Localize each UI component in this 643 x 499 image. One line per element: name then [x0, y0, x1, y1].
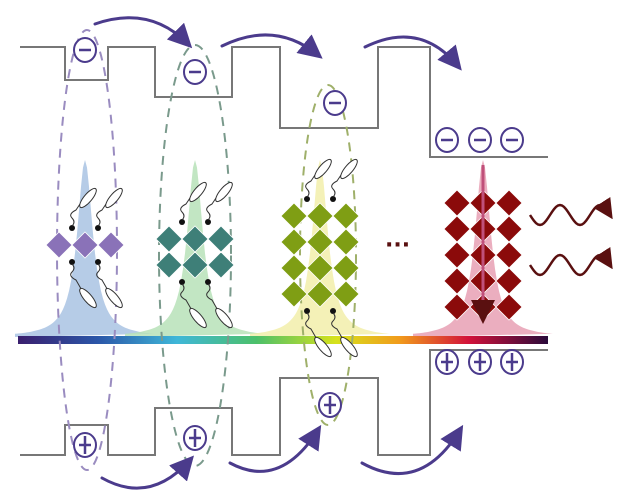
charge-carriers [73, 37, 524, 458]
octahedron [495, 267, 523, 295]
conduction-band-line [20, 46, 548, 158]
hole [435, 349, 459, 375]
ligand-anchor [69, 225, 75, 231]
ligand-chain [206, 185, 225, 221]
ligand-anchor [95, 225, 101, 231]
ligand-chain [305, 162, 324, 198]
ligand-chain [96, 263, 111, 295]
light-emission-arrows [528, 196, 613, 277]
octahedron [71, 231, 99, 259]
electron [323, 90, 347, 116]
octahedron [280, 228, 308, 256]
octahedron [280, 254, 308, 282]
ligand-chain [70, 263, 85, 295]
ligand-tail [340, 158, 358, 180]
octahedron [443, 241, 471, 269]
octahedron [306, 280, 334, 308]
electron [435, 127, 459, 153]
ligand-anchor [69, 259, 75, 265]
electron [183, 59, 207, 85]
octahedron [332, 228, 360, 256]
ligand-tail [314, 158, 332, 180]
octahedron [443, 215, 471, 243]
ligand-chain [180, 283, 195, 315]
octahedron [495, 215, 523, 243]
ligand-tail [79, 287, 97, 309]
ligand-anchor [95, 259, 101, 265]
ligand-anchor [205, 219, 211, 225]
ligand-tail [105, 287, 123, 309]
ligand-tail [105, 187, 123, 209]
charge-transfer-arrow-bottom [228, 424, 322, 473]
octahedra-n3 [280, 158, 360, 358]
octahedron [306, 202, 334, 230]
emission-peaks [15, 160, 553, 337]
electron [500, 127, 524, 153]
octahedron [97, 231, 125, 259]
octahedron [280, 280, 308, 308]
octahedron [495, 241, 523, 269]
octahedron [443, 293, 471, 321]
charge-transfer-arrow-top [93, 16, 193, 49]
ligand-tail [215, 181, 233, 203]
valence-band-line [20, 349, 548, 456]
transfer-arrows [93, 16, 464, 490]
ligand-tail [215, 307, 233, 329]
charge-transfer-arrow-bottom [360, 424, 464, 476]
ligand-anchor [179, 219, 185, 225]
charge-transfer-arrow-bottom [100, 455, 194, 490]
octahedron [45, 231, 73, 259]
photon-wave-arrow [528, 246, 613, 277]
ligand-tail [314, 336, 332, 358]
exciton-ring-n3 [299, 84, 357, 426]
octahedron [207, 251, 235, 279]
hole [468, 349, 492, 375]
spectrum-bar [18, 336, 548, 344]
octahedra-n2 [155, 181, 235, 329]
hole [500, 349, 524, 375]
octahedron [443, 267, 471, 295]
hole [183, 425, 207, 451]
electron [73, 37, 97, 63]
charge-transfer-arrow-top [363, 35, 462, 71]
octahedra-n1 [45, 187, 125, 309]
electron [468, 127, 492, 153]
octahedron [443, 189, 471, 217]
ligand-anchor [304, 196, 310, 202]
ligand-tail [189, 307, 207, 329]
octahedron [155, 225, 183, 253]
ligand-anchor [179, 279, 185, 285]
ligand-chain [305, 312, 320, 344]
perovskite-octahedra [45, 158, 523, 358]
ligand-chain [180, 185, 199, 221]
octahedron [280, 202, 308, 230]
ligand-chain [70, 191, 89, 227]
ligand-anchor [304, 308, 310, 314]
hole [73, 432, 97, 458]
octahedron [155, 251, 183, 279]
octahedron [181, 251, 209, 279]
ligand-chain [331, 162, 350, 198]
ligand-chain [331, 312, 346, 344]
ligand-anchor [205, 279, 211, 285]
exciton-ring-n2 [158, 44, 232, 467]
octahedra-bulk [443, 189, 523, 321]
ligand-anchor [330, 196, 336, 202]
hole [318, 392, 342, 418]
octahedron [332, 280, 360, 308]
ligand-tail [189, 181, 207, 203]
ellipsis-dots: ··· [385, 233, 410, 258]
ligand-tail [79, 187, 97, 209]
photon-wave-arrow [528, 196, 613, 227]
ligand-chain [206, 283, 221, 315]
charge-transfer-arrow-top [220, 33, 323, 59]
octahedron [495, 293, 523, 321]
ligand-anchor [330, 308, 336, 314]
ligand-tail [340, 336, 358, 358]
ligand-chain [96, 191, 115, 227]
octahedron [495, 189, 523, 217]
